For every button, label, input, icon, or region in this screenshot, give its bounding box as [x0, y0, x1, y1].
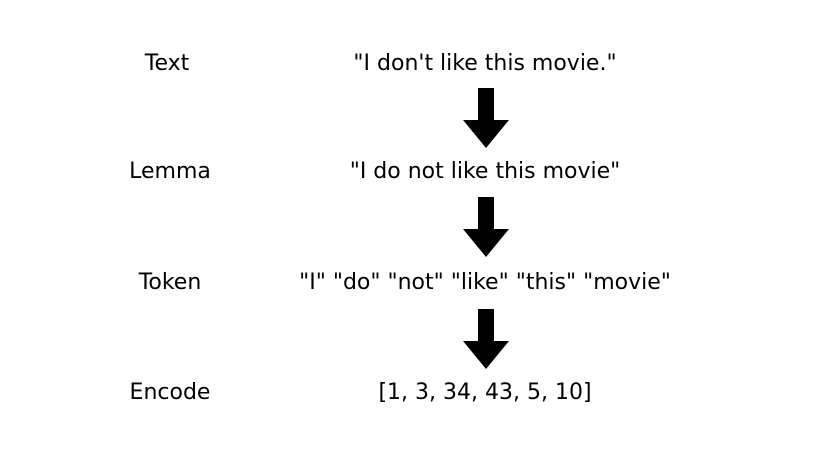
step-content-text: "I don't like this movie.": [353, 51, 617, 76]
step-encode: Encode [1, 3, 34, 43, 5, 10]: [0, 373, 815, 413]
down-arrow-icon: [463, 197, 509, 257]
step-label-token: Token: [138, 270, 202, 295]
step-label-text: Text: [144, 51, 190, 76]
step-text: Text "I don't like this movie.": [0, 44, 815, 84]
step-content-encode: [1, 3, 34, 43, 5, 10]: [378, 380, 592, 405]
step-lemma: Lemma "I do not like this movie": [0, 152, 815, 192]
step-token: Token "I" "do" "not" "like" "this" "movi…: [0, 263, 815, 303]
step-label-lemma: Lemma: [129, 159, 211, 184]
step-content-lemma: "I do not like this movie": [349, 159, 621, 184]
step-label-encode: Encode: [129, 380, 211, 405]
step-content-token: "I" "do" "not" "like" "this" "movie": [299, 270, 671, 295]
down-arrow-icon: [463, 309, 509, 369]
down-arrow-icon: [463, 88, 509, 148]
